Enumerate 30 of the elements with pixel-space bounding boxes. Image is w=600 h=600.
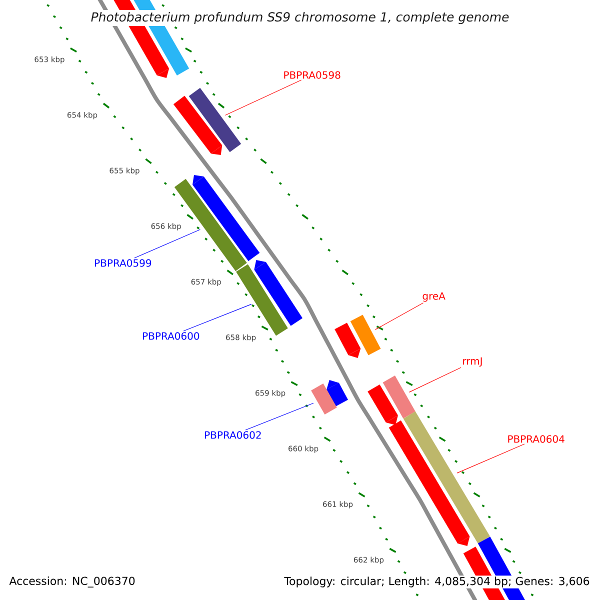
- gene-label: PBPRA0598: [284, 71, 340, 79]
- gene-bar: [382, 376, 416, 418]
- gene-bar: [236, 264, 288, 336]
- leader-line: [408, 367, 462, 392]
- genome-info-text: Topology: circular; Length: 4,085,304 bp; Genes: 3,606: [283, 576, 591, 588]
- leader-line: [375, 302, 424, 330]
- gene-feature: [368, 384, 398, 425]
- gene-feature: [388, 420, 470, 546]
- leader-line: [134, 229, 201, 258]
- title: Photobacterium profundum SS9 chromosome 1, complete genome: [88, 10, 512, 26]
- gene-feature: [334, 322, 361, 358]
- gene-bar: [188, 88, 242, 152]
- leader-line: [224, 80, 302, 116]
- gene-feature: [173, 96, 222, 155]
- leader-line: [456, 444, 525, 474]
- gene-feature: [254, 260, 302, 326]
- leader-line: [183, 304, 252, 332]
- gene-label: rrmJ: [463, 357, 482, 367]
- leader-line: [245, 402, 314, 430]
- gene-label: PBPRA0600: [143, 332, 200, 340]
- gene-bar: [403, 411, 490, 544]
- gene-feature: [192, 175, 260, 262]
- gene-bar: [350, 314, 381, 356]
- gene-label: PBPRA0602: [205, 431, 261, 439]
- gene-label: PBPRA0599: [95, 259, 152, 267]
- accession-text: Accession: NC_006370: [8, 576, 136, 588]
- gene-label: greA: [422, 292, 446, 302]
- gene-label: PBPRA0604: [508, 435, 564, 443]
- gene-bar: [311, 384, 337, 414]
- gene-feature: [326, 380, 348, 406]
